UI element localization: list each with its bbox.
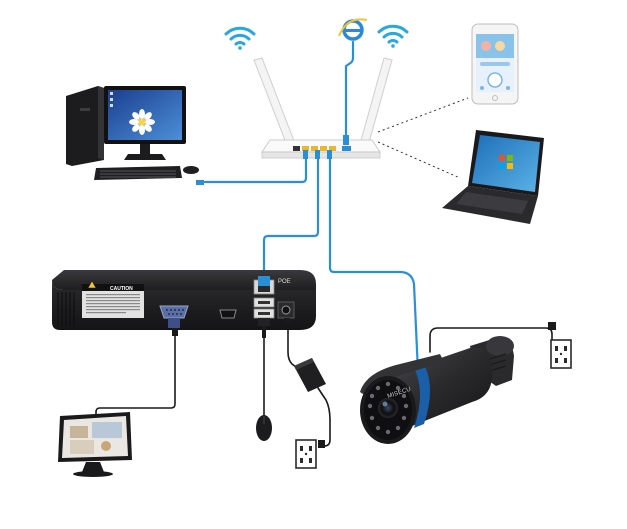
caution-title: CAUTION [110,286,133,292]
pc-tower [66,86,104,166]
wall-outlet [548,322,572,369]
wifi-icon [224,26,256,50]
internet-explorer-icon [338,18,368,41]
black-cables [95,323,553,447]
cable-vga-monitor [95,335,176,419]
laptop [442,130,544,224]
cable-internet-router [344,40,355,142]
router-port [320,146,327,151]
wifi-icon [377,24,409,48]
cables [203,40,420,374]
windows-logo [472,135,540,192]
cable-camera-power [429,327,553,353]
router-port [293,146,300,151]
smartphone [471,23,519,105]
poe-port-label: POE [278,279,291,285]
router-antenna-left [253,57,297,149]
cable-nvr-adapter-plug [317,387,331,447]
wireless-link-phone [377,97,469,133]
power-adapter [294,358,326,392]
router [253,57,393,159]
cable-router-nvr [262,156,320,290]
cable-nvr-power [287,323,301,371]
wireless-link-laptop [377,141,461,179]
router-port [311,146,318,151]
nvr-device: CAUTION POE [52,270,316,338]
router-port [342,146,351,151]
wall-outlet [295,439,325,469]
bullet-camera: MISECU [360,336,514,444]
router-antenna-right [359,57,393,147]
desktop-pc [66,86,204,185]
cctv-monitor [58,412,132,477]
cable-router-camera [328,156,420,374]
router-port [302,146,309,151]
pc-mouse [183,166,199,174]
cable-router-pc [203,156,308,184]
wireless-links [377,97,469,179]
usb-mouse [256,415,272,441]
vga-port [159,305,189,319]
router-port [329,146,336,151]
hdmi-port [219,309,237,319]
